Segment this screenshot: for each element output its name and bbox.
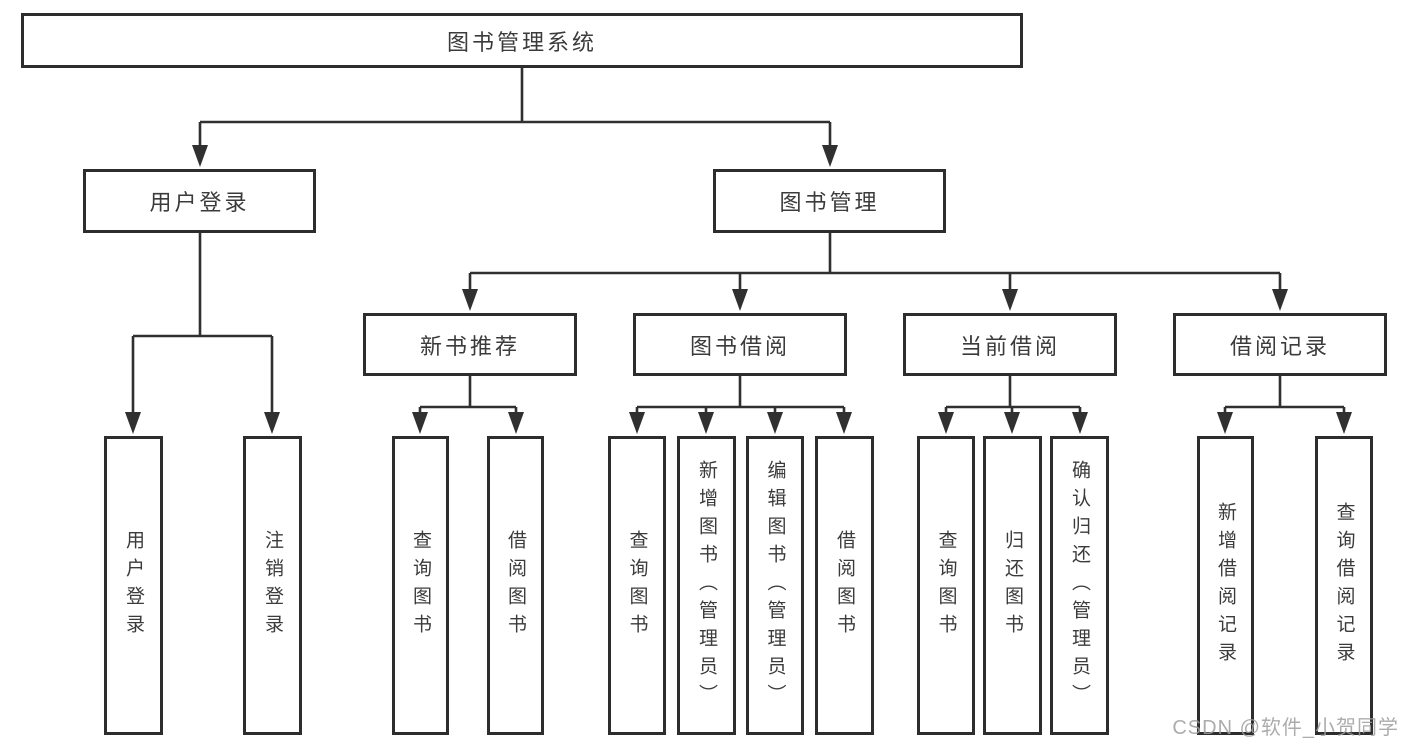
node-book-management-branch: 图书管理 xyxy=(713,169,946,233)
arrow-down-icon xyxy=(1072,412,1088,434)
node-user-login-branch: 用户登录 xyxy=(83,169,316,233)
leaf-borrow-books: 借阅图书 xyxy=(815,436,874,735)
arrow-down-icon xyxy=(1217,412,1233,434)
arrow-down-icon xyxy=(412,412,428,434)
leaf-add-books-admin: 新增图书（管理员） xyxy=(677,436,736,735)
leaf-borrow-books-recommend: 借阅图书 xyxy=(487,436,544,735)
arrowheads xyxy=(125,145,1352,434)
leaf-logout: 注销登录 xyxy=(243,436,302,735)
leaf-query-books-current: 查询图书 xyxy=(917,436,975,735)
connector-root-to-branches xyxy=(198,68,832,147)
connector-current-borrow-to-leaves xyxy=(944,376,1082,414)
node-borrow-record: 借阅记录 xyxy=(1173,313,1387,376)
arrow-down-icon xyxy=(1004,412,1020,434)
arrow-down-icon xyxy=(508,412,524,434)
connector-new-book-to-leaves xyxy=(418,376,518,414)
arrow-down-icon xyxy=(836,412,852,434)
arrow-down-icon xyxy=(629,412,645,434)
arrow-down-icon xyxy=(1272,289,1288,311)
arrow-down-icon xyxy=(462,289,478,311)
leaf-return-books: 归还图书 xyxy=(983,436,1042,735)
arrow-down-icon xyxy=(732,289,748,311)
connector-book-borrow-to-leaves xyxy=(635,376,846,414)
leaf-query-borrow-record: 查询借阅记录 xyxy=(1315,436,1373,735)
arrow-down-icon xyxy=(938,412,954,434)
arrow-down-icon xyxy=(192,145,208,167)
leaf-query-books-recommend: 查询图书 xyxy=(392,436,449,735)
node-current-borrow: 当前借阅 xyxy=(903,313,1117,376)
arrow-down-icon xyxy=(1336,412,1352,434)
connector-borrow-record-to-leaves xyxy=(1223,376,1346,414)
leaf-confirm-return-admin: 确认归还（管理员） xyxy=(1050,436,1109,735)
leaf-query-books-borrow: 查询图书 xyxy=(608,436,666,735)
arrow-down-icon xyxy=(264,412,280,434)
node-new-book-recommend: 新书推荐 xyxy=(363,313,577,376)
node-book-borrow: 图书借阅 xyxy=(633,313,847,376)
arrow-down-icon xyxy=(822,145,838,167)
arrow-down-icon xyxy=(1002,289,1018,311)
connector-user-login-to-leaves xyxy=(131,233,274,414)
csdn-watermark: CSDN @软件_小贺同学 xyxy=(1172,717,1399,739)
connector-book-mgmt-to-sections xyxy=(468,233,1282,290)
arrow-down-icon xyxy=(767,412,783,434)
node-root-library-system: 图书管理系统 xyxy=(21,13,1023,68)
leaf-edit-books-admin: 编辑图书（管理员） xyxy=(746,436,804,735)
arrow-down-icon xyxy=(125,412,141,434)
leaf-add-borrow-record: 新增借阅记录 xyxy=(1197,436,1254,735)
arrow-down-icon xyxy=(698,412,714,434)
leaf-user-login: 用户登录 xyxy=(104,436,163,735)
